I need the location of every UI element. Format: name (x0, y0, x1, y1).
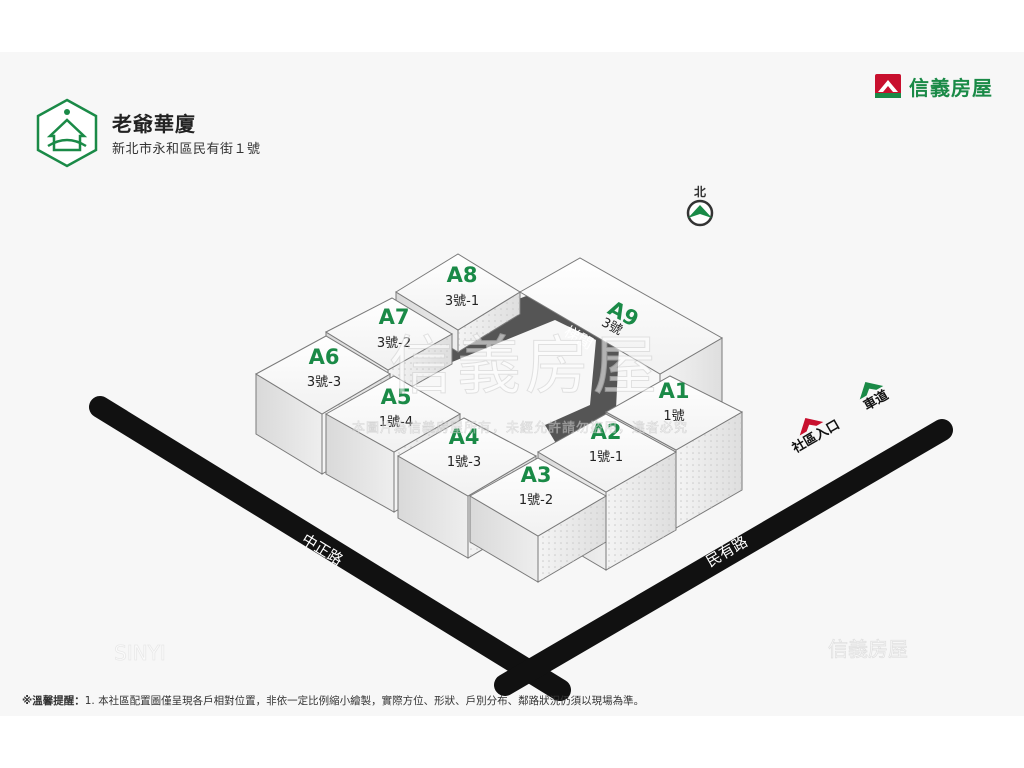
community-header: 老爺華廈 新北市永和區民有街１號 (34, 98, 334, 178)
unit-address-label: 1號-2 (519, 493, 553, 508)
watermark-notice: 本圖片為信義房屋所有，未經允許請勿盜用，違者必究 (352, 420, 688, 436)
unit-address-label: 1號-1 (589, 450, 623, 465)
unit-top-face (536, 413, 678, 493)
unit-right-face-texture (538, 496, 606, 582)
watermark-corner: 信義房屋 (828, 637, 908, 661)
unit-address-label: 3號-2 (377, 336, 411, 351)
community-name: 老爺華廈 (112, 112, 196, 136)
unit-id-label: A7 (379, 305, 410, 329)
footer-prefix: ※溫馨提醒： (22, 695, 85, 707)
unit-right-face-texture (606, 452, 676, 570)
unit-id-label: A6 (309, 345, 340, 369)
entrances: 社區入口 車道 (789, 382, 891, 457)
unit-top-face (254, 335, 391, 415)
unit-id-label: A4 (449, 425, 480, 449)
unit-address-label: 3號-3 (307, 375, 341, 390)
unit-top-face (604, 375, 744, 451)
unit-id-label: A5 (381, 385, 412, 409)
watermark-large: 信義房屋 (389, 330, 661, 404)
footer-text: 1. 本社區配置圖僅呈現各戶相對位置，非依一定比例縮小繪製，實際方位、形狀、戶別… (84, 695, 645, 707)
community-address: 新北市永和區民有街１號 (112, 142, 261, 157)
watermarks: 信義房屋 本圖片為信義房屋所有，未經允許請勿盜用，違者必究 信義房屋 SINYI (114, 330, 909, 666)
unit-address-label: 3號-1 (445, 294, 479, 309)
unit-address-label: 1號 (663, 409, 684, 424)
unit-address-label: 1號-4 (379, 415, 413, 430)
community-logo-icon (36, 98, 98, 168)
unit-address-label: 1號-3 (447, 455, 481, 470)
unit-id-label: A8 (447, 263, 478, 287)
unit-block-a3: A3 1號-2 (468, 457, 608, 583)
brand-logo: 信義房屋 (875, 72, 1000, 102)
compass-label: 北 (694, 184, 706, 199)
unit-top-face (468, 457, 608, 537)
watermark-latin: SINYI (114, 641, 166, 665)
unit-top-face (396, 417, 538, 497)
entrance-arrow-red-icon (799, 418, 824, 436)
footer-disclaimer: ※溫馨提醒：1. 本社區配置圖僅呈現各戶相對位置，非依一定比例縮小繪製，實際方位… (22, 693, 644, 708)
road-minyou (494, 419, 953, 696)
brand-name: 信義房屋 (909, 76, 993, 100)
unit-id-label: A1 (659, 379, 690, 403)
north-arrow-icon (688, 205, 712, 218)
unit-top-face (518, 257, 724, 375)
unit-top-face (324, 297, 453, 371)
unit-id-label: A3 (521, 463, 552, 487)
unit-right-face-texture (458, 292, 520, 352)
unit-id-label: A2 (591, 420, 622, 444)
unit-top-face (324, 375, 462, 453)
north-compass: 北 (686, 184, 714, 227)
brand-mark-icon (875, 74, 901, 98)
driveway-arrow-green-icon (859, 382, 884, 400)
road-zhongzheng (89, 396, 571, 701)
